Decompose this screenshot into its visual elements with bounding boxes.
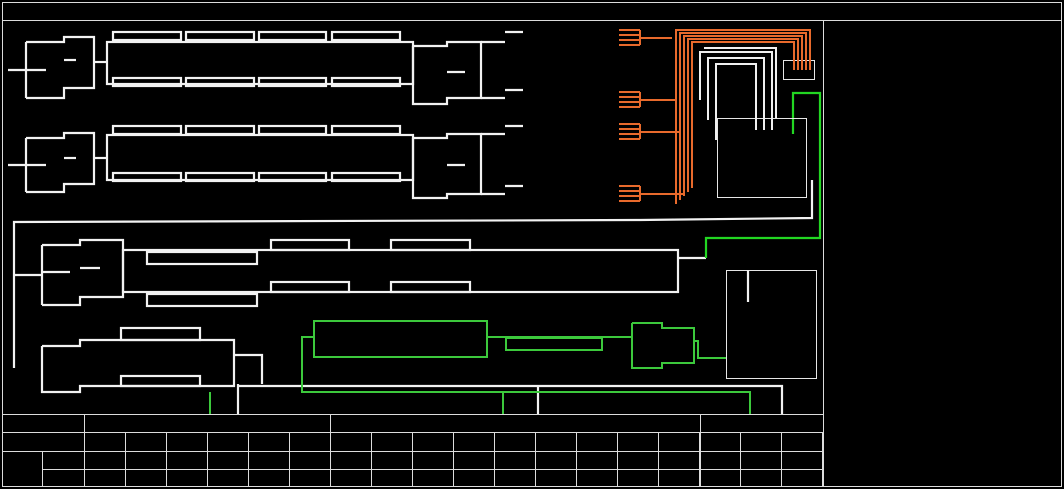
process-train-middle xyxy=(14,238,706,308)
wiring-run xyxy=(679,32,807,200)
title-block xyxy=(2,414,824,487)
control-wire xyxy=(715,63,757,140)
control-wire xyxy=(707,57,765,130)
wiring-run xyxy=(675,29,811,204)
wiring-run xyxy=(683,35,803,196)
control-wire xyxy=(699,51,773,130)
wiring-run xyxy=(691,41,795,188)
return-line xyxy=(12,180,814,368)
process-train-upper-1 xyxy=(8,30,523,106)
process-train-upper-2 xyxy=(8,124,523,200)
control-wire xyxy=(704,47,777,118)
process-train-lower xyxy=(40,326,784,414)
control-loop xyxy=(209,320,751,414)
terminal-wiring xyxy=(619,29,811,204)
signal-line xyxy=(704,91,822,258)
wiring-run xyxy=(687,38,799,192)
